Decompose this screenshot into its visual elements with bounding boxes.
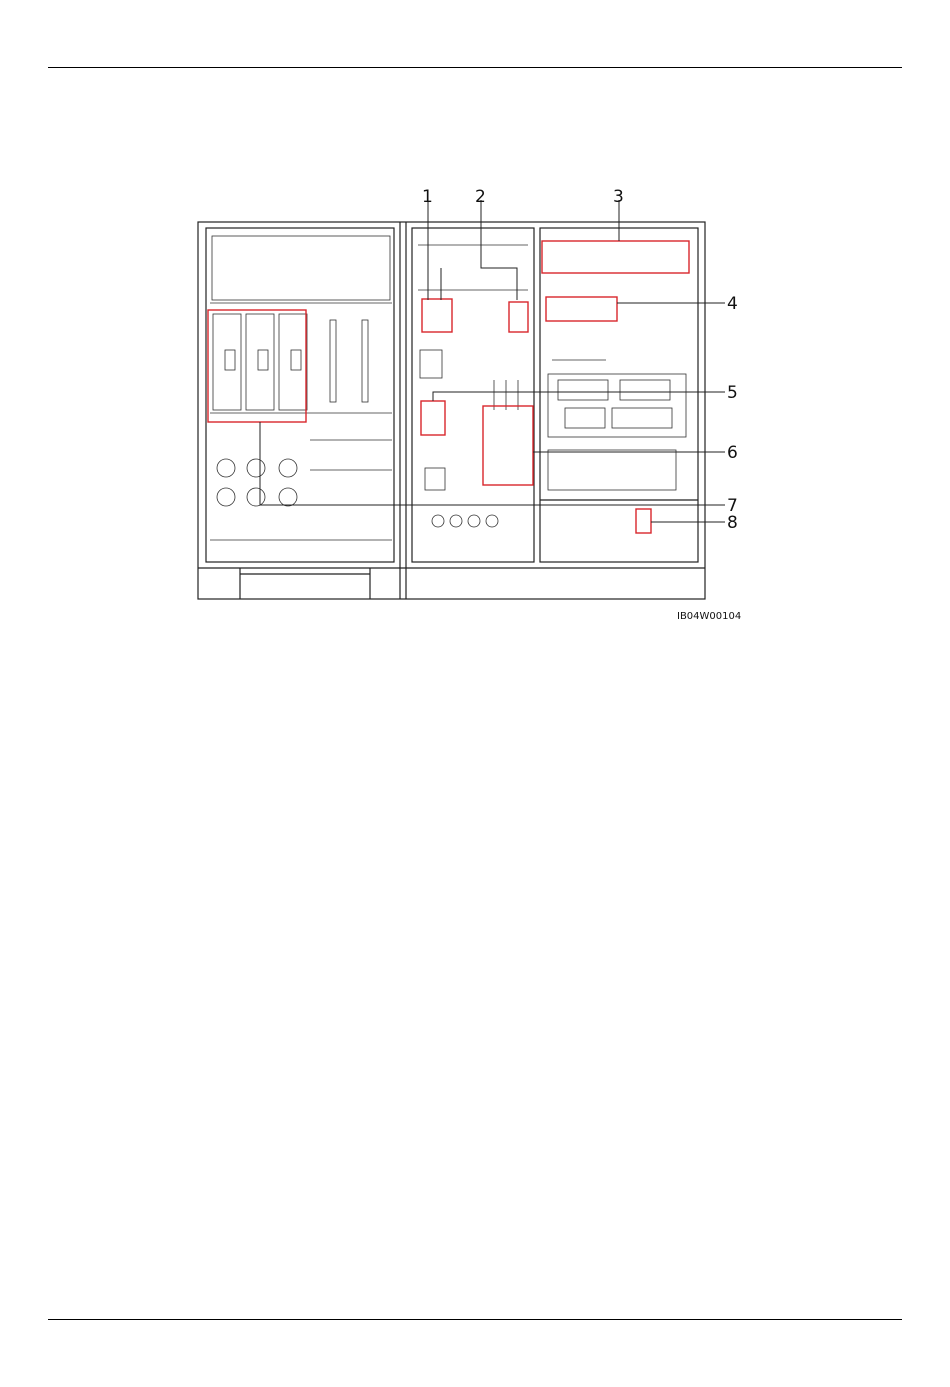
left-cabinet-details [210, 236, 392, 540]
callout-3: 3 [613, 187, 624, 207]
highlight-5 [421, 401, 445, 435]
cabinet-outline [198, 222, 705, 599]
highlight-boxes [208, 241, 689, 533]
callout-4: 4 [727, 294, 738, 314]
highlight-6 [483, 406, 533, 485]
callout-8: 8 [727, 513, 738, 533]
callout-6: 6 [727, 443, 738, 463]
highlight-2 [509, 302, 528, 332]
callout-2: 2 [475, 187, 486, 207]
highlight-3 [542, 241, 689, 273]
callout-5: 5 [727, 383, 738, 403]
figure-id: IB04W00104 [677, 611, 741, 622]
callout-1: 1 [422, 187, 433, 207]
right-cabinet-details [548, 360, 686, 490]
highlight-8 [636, 509, 651, 533]
highlight-1 [422, 299, 452, 332]
highlight-4 [546, 297, 617, 321]
